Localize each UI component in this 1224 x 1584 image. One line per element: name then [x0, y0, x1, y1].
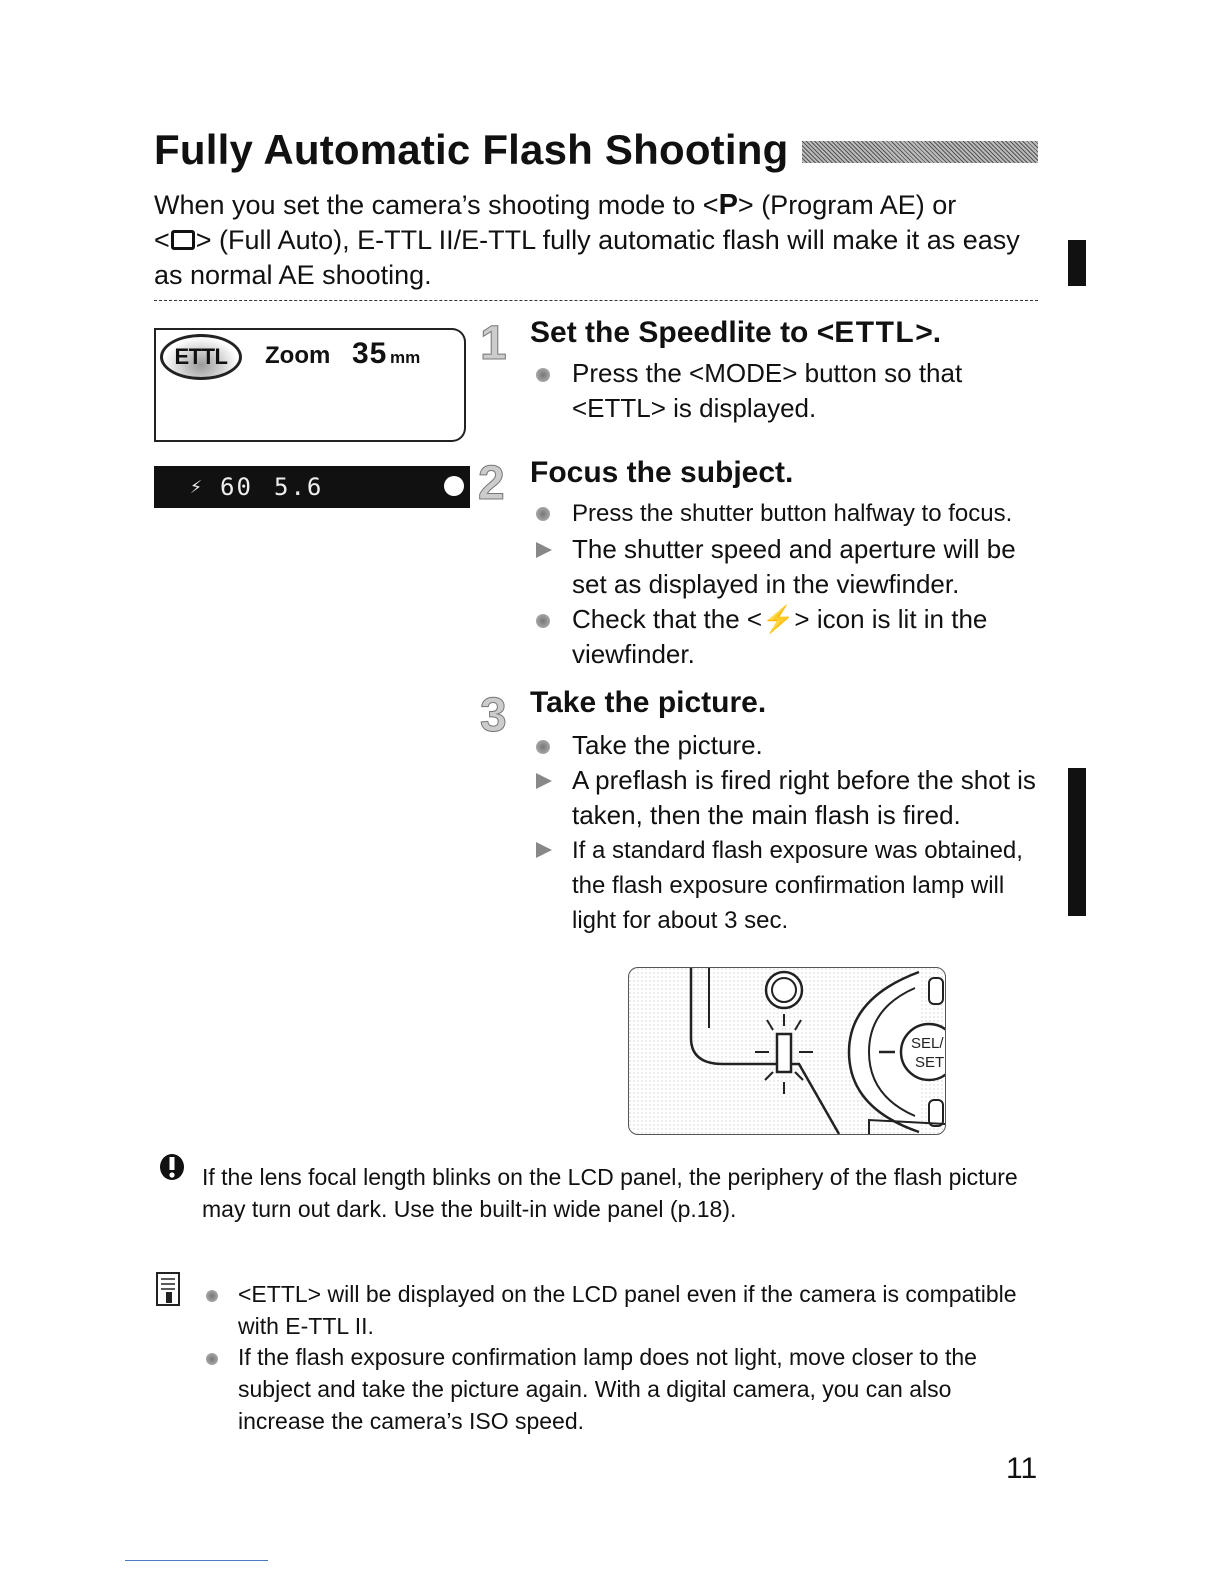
result-arrow-icon [536, 842, 552, 858]
intro-text-3: < [154, 225, 170, 255]
result-arrow-icon [536, 773, 552, 789]
lcd-panel-edge [154, 328, 156, 442]
sel-label: SEL/ [911, 1035, 944, 1052]
step-2-heading: Focus the subject. [530, 456, 794, 489]
zoom-unit: mm [390, 348, 421, 367]
list-item: Press the shutter button halfway to focu… [536, 496, 1046, 531]
bullet-dot-icon [536, 507, 550, 521]
flash-bolt-icon: ⚡ [190, 474, 203, 498]
intro-text-1: When you set the camera’s shooting mode … [154, 190, 719, 220]
intro-text-2: > (Program AE) or [737, 190, 957, 220]
chapter-edge-mark-small [1068, 240, 1086, 286]
step-number-1: 1 [480, 317, 508, 370]
zoom-label: Zoom [265, 342, 331, 369]
step-1-heading: Set the Speedlite to <ETTL>. [530, 316, 941, 350]
caution-note: If the lens focal length blinks on the L… [202, 1164, 1018, 1222]
set-label: SET [915, 1054, 944, 1071]
memo-icon [156, 1272, 180, 1306]
result-arrow-icon [536, 542, 552, 558]
page-title: Fully Automatic Flash Shooting [154, 126, 789, 173]
lcd-panel [154, 328, 466, 442]
list-item: A preflash is fired right before the sho… [536, 763, 1046, 833]
intro-text-4: > (Full Auto), E-TTL II/E-TTL fully auto… [154, 225, 1020, 290]
note-item: <ETTL> will be displayed on the LCD pane… [206, 1278, 1036, 1342]
full-auto-icon [170, 230, 195, 250]
bullet-dot-icon [206, 1353, 218, 1365]
bullet-dot-icon [536, 614, 550, 628]
camera-body-drawing: SEL/ SET [629, 968, 945, 1134]
list-item: Check that the <⚡> icon is lit in the vi… [536, 602, 1046, 672]
note-item: If the flash exposure confirmation lamp … [206, 1341, 1036, 1437]
caution-icon [157, 1152, 187, 1189]
step-1-heading-post: >. [915, 316, 942, 349]
step-number-3: 3 [480, 689, 508, 742]
program-ae-symbol: P [718, 189, 738, 221]
bullet-dot-icon [536, 740, 550, 754]
footer-line [125, 1560, 268, 1561]
bullet-dot-icon [536, 368, 550, 382]
camera-back-illustration: SEL/ SET [628, 967, 946, 1135]
chapter-edge-mark [1068, 768, 1086, 916]
step-3-heading: Take the picture. [530, 686, 767, 719]
title-decoration-bar [802, 141, 1038, 163]
viewfinder-aperture: 5.6 [274, 473, 324, 501]
list-item: Take the picture. [536, 728, 1046, 763]
page-number: 11 [1006, 1452, 1038, 1485]
step-1-heading-pre: Set the Speedlite to < [530, 316, 835, 349]
step-1-heading-mode: ETTL [834, 316, 916, 349]
intro-paragraph: When you set the camera’s shooting mode … [154, 188, 1034, 293]
list-item: Press the <MODE> button so that <ETTL> i… [536, 356, 1046, 426]
zoom-value: 35 [352, 337, 388, 370]
focus-confirmation-icon [444, 476, 464, 496]
section-divider [154, 300, 1038, 301]
viewfinder-shutter-speed: 60 [220, 473, 253, 501]
step-number-2: 2 [478, 457, 506, 510]
list-item: The shutter speed and aperture will be s… [536, 532, 1046, 602]
list-item: If a standard flash exposure was obtaine… [536, 833, 1046, 938]
viewfinder-display: ⚡ 60 5.6 [154, 466, 470, 508]
bullet-dot-icon [206, 1290, 218, 1302]
ettl-badge: ETTL [160, 334, 242, 380]
